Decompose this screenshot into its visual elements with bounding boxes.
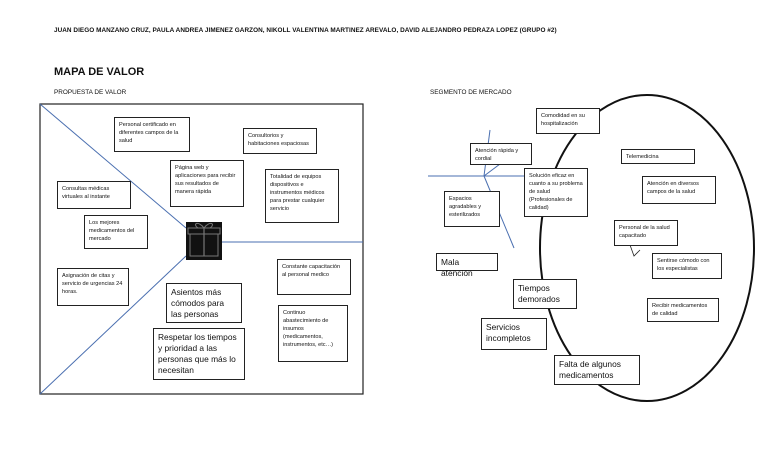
box-mala-atencion: Mala atención	[436, 253, 498, 278]
box-asientos: Asientos más cómodos para las personas	[166, 283, 242, 323]
propuesta-subtitle: PROPUESTA DE VALOR	[54, 89, 127, 96]
propuesta-line-bottom	[39, 255, 187, 395]
box-mejores-medicamentos: Los mejores medicamentos del mercado	[84, 215, 148, 249]
box-personal-certificado: Personal certificado en diferentes campo…	[114, 117, 190, 152]
box-sentirse-comodo: Sentirse cómodo con los especialistas	[652, 253, 722, 279]
propuesta-frame	[39, 103, 364, 395]
box-consultas-virtuales: Consultas médicas virtuales al instante	[57, 181, 131, 209]
box-recibir-medicamentos: Recibir medicamentos de calidad	[647, 298, 719, 322]
box-consultorios: Consultorios y habitaciones espaciosas	[243, 128, 317, 154]
box-personal-capacitado: Personal de la salud capacitado	[614, 220, 678, 246]
segmento-circle	[539, 94, 755, 402]
box-tiempos-demorados: Tiempos demorados	[513, 279, 577, 309]
gift-icon	[186, 222, 222, 260]
segmento-subtitle: SEGMENTO DE MERCADO	[430, 89, 512, 96]
box-solucion-eficaz: Solución eficaz en cuanto a su problema …	[524, 168, 588, 217]
box-respetar-tiempos: Respetar los tiempos y prioridad a las p…	[153, 328, 245, 380]
box-asignacion-citas: Asignación de citas y servicio de urgenc…	[57, 268, 129, 306]
box-servicios-incompletos: Servicios incompletos	[481, 318, 547, 350]
box-telemedicina: Telemedicina	[621, 149, 695, 164]
propuesta-line-top	[39, 103, 187, 229]
box-totalidad-equipos: Totalidad de equipos dispositivos e inst…	[265, 169, 339, 223]
box-atencion-diversos: Atención en diversos campos de la salud	[642, 176, 716, 204]
bubble-tail	[629, 244, 641, 257]
box-atencion-rapida: Atención rápida y cordial	[470, 143, 532, 165]
box-comodidad: Comodidad en su hospitalización	[536, 108, 600, 134]
box-pagina-web: Página web y aplicaciones para recibir s…	[170, 160, 244, 207]
box-espacios: Espacios agradables y esterilizados	[444, 191, 500, 227]
box-abastecimiento: Continuo abastecimiento de insumos (medi…	[278, 305, 348, 362]
box-falta-medicamentos: Falta de algunos medicamentos	[554, 355, 640, 385]
authors-line: JUAN DIEGO MANZANO CRUZ, PAULA ANDREA JI…	[54, 27, 557, 34]
box-constante-capacitacion: Constante capacitación al personal medic…	[277, 259, 351, 295]
page-title: MAPA DE VALOR	[54, 66, 145, 78]
